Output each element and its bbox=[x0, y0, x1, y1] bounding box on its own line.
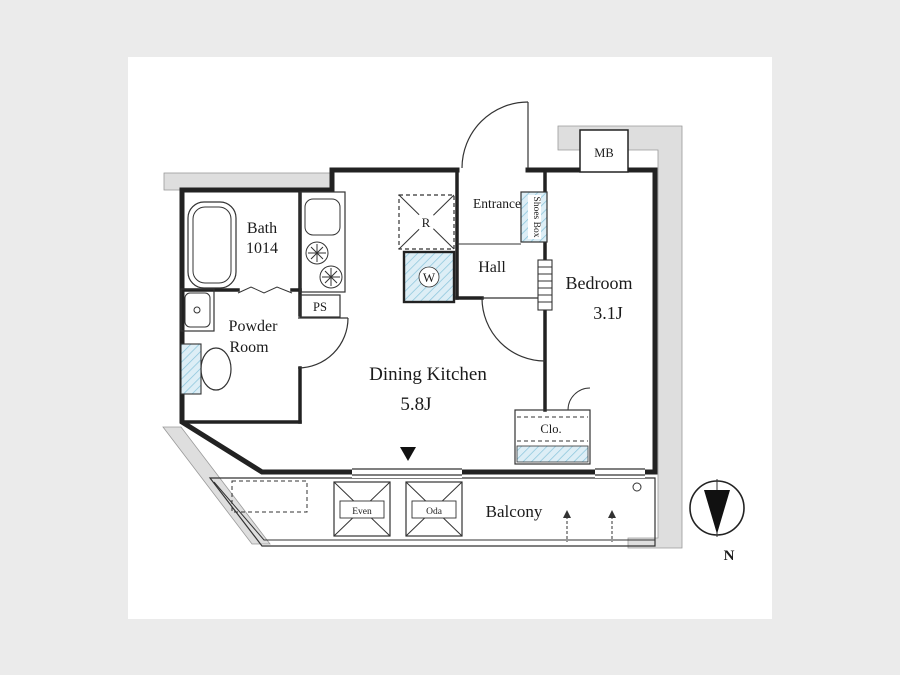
compass-north-label: N bbox=[724, 548, 735, 564]
balcony: Even Oda Balcony bbox=[208, 477, 656, 547]
compass-needle bbox=[704, 490, 730, 534]
balcony-label: Balcony bbox=[486, 502, 543, 521]
room-labels: Bath 1014 Powder Room Entrance Hall Dini… bbox=[229, 196, 633, 415]
hall-dk-door bbox=[481, 297, 546, 362]
balcony-unit-right: Oda bbox=[405, 481, 463, 537]
bath-size-label: 1014 bbox=[246, 240, 278, 257]
bedroom-sliding-door bbox=[537, 259, 553, 311]
shoes-box-label: Shoes Box bbox=[531, 197, 541, 238]
bathtub-inner bbox=[192, 206, 232, 284]
dining-kitchen-size: 5.8J bbox=[400, 394, 431, 415]
bedroom-label: Bedroom bbox=[566, 273, 633, 293]
bathtub bbox=[187, 201, 237, 289]
windows bbox=[352, 465, 645, 478]
balcony-drain bbox=[632, 482, 642, 492]
wall-bottom-left-and-left bbox=[179, 187, 355, 475]
window-swing-marks bbox=[563, 510, 616, 542]
balcony-outline bbox=[208, 477, 656, 547]
balcony-unit-left-label: Even bbox=[352, 507, 372, 517]
entrance-door bbox=[461, 101, 529, 169]
refrigerator-label: R bbox=[422, 215, 431, 230]
balcony-unit-left: Even bbox=[333, 481, 391, 537]
kitchen-sink bbox=[304, 198, 341, 236]
band-top-right bbox=[557, 125, 683, 549]
balcony-unit-right-label: Oda bbox=[426, 507, 443, 517]
balcony-railing bbox=[213, 481, 655, 541]
shoes-box: Shoes Box bbox=[520, 191, 548, 243]
ps-label: PS bbox=[313, 300, 327, 314]
bedroom-size: 3.1J bbox=[593, 303, 623, 323]
stove-burner-2 bbox=[319, 265, 343, 289]
powder-room-fixtures bbox=[180, 288, 232, 395]
closet-door bbox=[567, 387, 591, 411]
closet: Clo. bbox=[514, 409, 591, 465]
kitchen-fixtures: PS bbox=[299, 191, 346, 318]
bath-folding-door bbox=[237, 286, 293, 294]
refrigerator-space: R bbox=[398, 194, 455, 250]
bath-fixtures bbox=[187, 201, 237, 289]
closet-label: Clo. bbox=[540, 422, 561, 436]
stove-burner-1 bbox=[305, 241, 329, 265]
doors bbox=[237, 101, 591, 411]
band-top-left bbox=[163, 172, 335, 191]
bath-label: Bath bbox=[247, 220, 277, 237]
powder-room-door bbox=[297, 317, 349, 369]
washing-machine-space: W bbox=[402, 250, 456, 304]
washing-machine-label: W bbox=[423, 270, 436, 285]
entry-direction-marker bbox=[400, 447, 416, 461]
powder-room-label-2: Room bbox=[229, 339, 269, 356]
meter-box: MB bbox=[579, 129, 629, 173]
balcony-hatch-area bbox=[231, 480, 308, 513]
dining-kitchen-label: Dining Kitchen bbox=[369, 364, 487, 385]
compass: N bbox=[689, 479, 745, 564]
kitchen-counter bbox=[299, 191, 346, 293]
meter-box-label: MB bbox=[594, 146, 613, 160]
toilet bbox=[180, 343, 232, 395]
wall-top-left bbox=[179, 167, 460, 193]
hall-label: Hall bbox=[478, 259, 506, 276]
washbasin bbox=[180, 288, 215, 332]
powder-room-label-1: Powder bbox=[229, 318, 279, 335]
entrance-label: Entrance bbox=[473, 196, 521, 211]
ps-duct bbox=[299, 294, 341, 318]
